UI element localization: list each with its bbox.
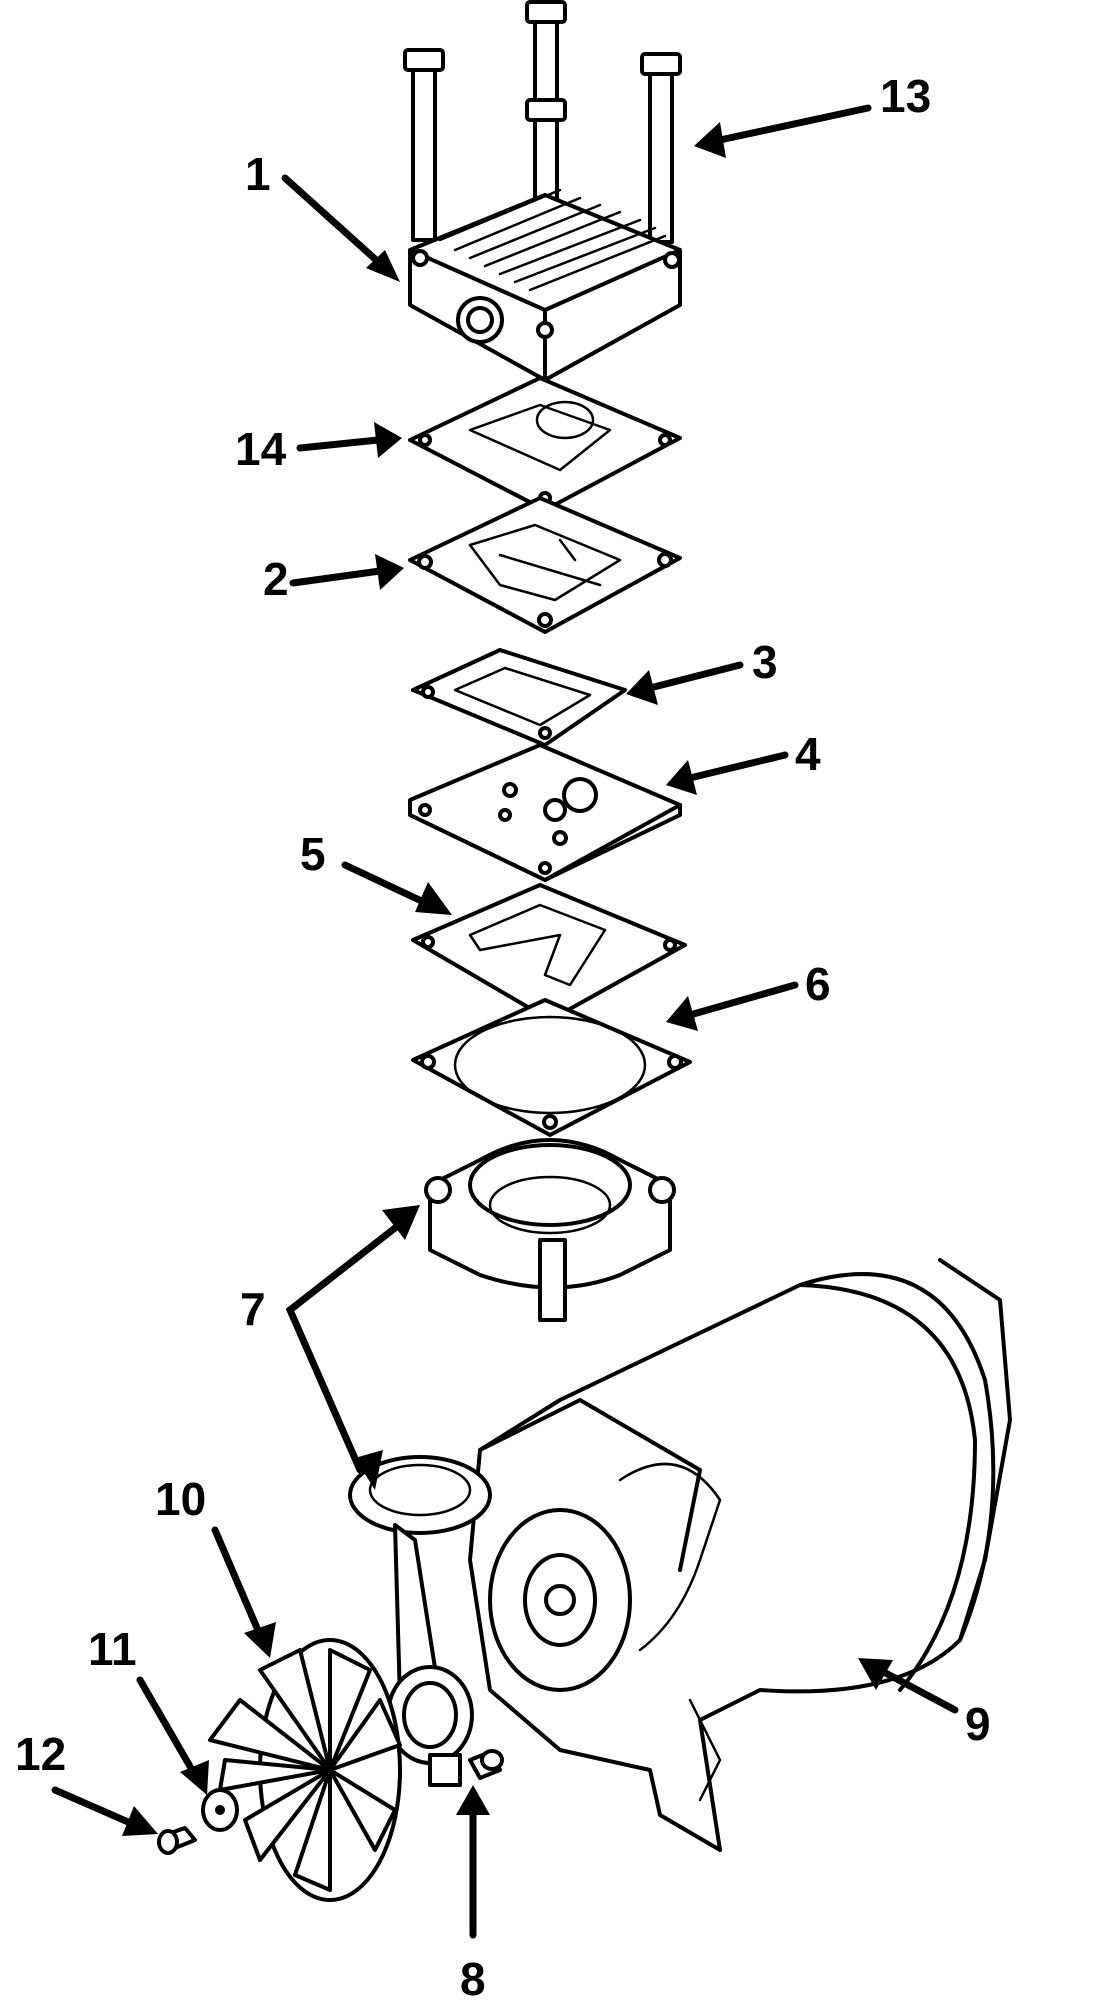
part-9-motor-crankcase	[468, 1258, 1012, 1852]
part-4-valve-plate	[408, 743, 682, 882]
part-10-fan	[208, 1638, 402, 1902]
part-12-screw	[157, 1826, 197, 1855]
callout-13: 13	[880, 70, 931, 122]
part-3-valve-gasket	[411, 648, 627, 747]
callout-2: 2	[263, 553, 289, 605]
part-7-piston-rod	[348, 1455, 492, 1787]
callout-7: 7	[240, 1283, 266, 1335]
part-14-gasket	[408, 376, 682, 512]
callout-4: 4	[795, 728, 821, 780]
callout-3: 3	[752, 636, 778, 688]
callout-9: 9	[965, 1698, 991, 1750]
part-2-gasket	[408, 496, 682, 634]
part-6-cylinder-gasket	[411, 998, 692, 1137]
callout-10: 10	[155, 1473, 206, 1525]
callout-11: 11	[88, 1623, 137, 1675]
part-5-gasket	[411, 883, 687, 1022]
part-8-screw	[468, 1749, 504, 1780]
part-11-washer	[201, 1788, 239, 1832]
callout-1: 1	[245, 148, 271, 200]
callout-arrows	[51, 104, 959, 1939]
callout-8: 8	[460, 1953, 486, 2003]
part-1-cylinder-head	[408, 188, 682, 382]
callout-14: 14	[235, 423, 287, 475]
callout-12: 12	[15, 1728, 66, 1780]
callout-5: 5	[300, 828, 326, 880]
callout-labels: 1 2 3 4 5 6 7 8 9 10 11 12 13 14	[15, 70, 991, 2003]
part-7-cylinder-sleeve	[424, 1138, 676, 1322]
callout-6: 6	[805, 958, 831, 1010]
